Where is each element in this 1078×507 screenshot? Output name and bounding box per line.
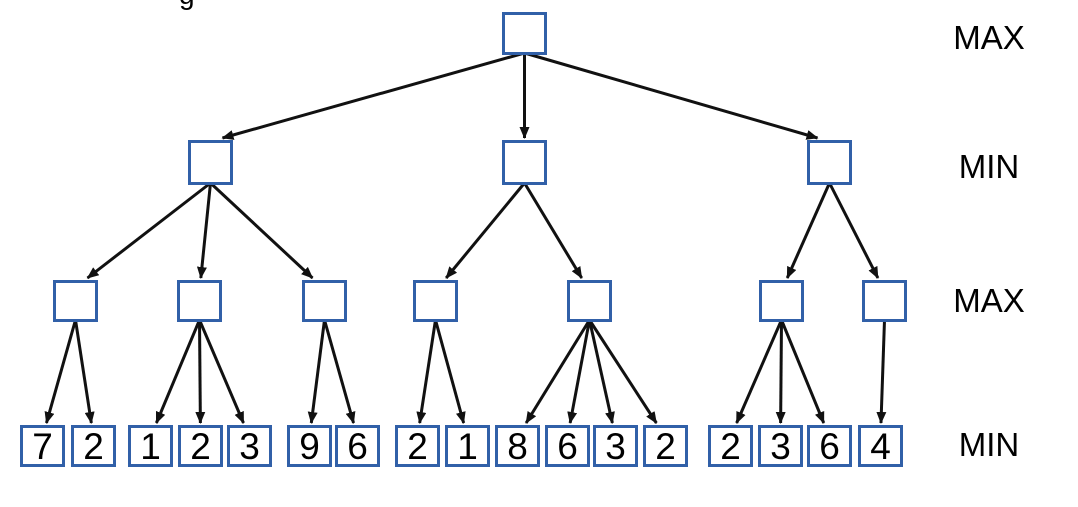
max-node-2 [177,280,222,322]
edge-arrow [44,319,77,424]
leaf-value: 1 [140,425,161,467]
edge-arrow [588,319,615,424]
leaf-value: 7 [32,425,53,467]
level-label-max-lower: MAX [953,282,1025,319]
edge-arrow [828,182,880,279]
max-node-6 [759,280,804,322]
max-node-5 [567,280,612,322]
leaf-node-11: 6 [545,425,590,467]
edge-arrow [775,319,786,424]
leaf-value: 1 [457,425,478,467]
max-node-3 [302,280,347,322]
leaf-value: 6 [557,425,578,467]
max-node-7 [862,280,907,322]
leaf-node-10: 8 [495,425,540,467]
max-node-1 [53,280,98,322]
leaf-value: 2 [83,425,104,467]
edge-arrow [780,319,826,424]
edge-arrow [567,319,591,424]
leaf-node-3: 1 [128,425,173,467]
edge-arrow [524,319,591,424]
edge-arrow [445,182,526,279]
min-node-1 [188,140,233,185]
root-node-max [502,12,547,55]
edge-arrow [735,319,783,424]
level-label-min-bottom: MIN [958,426,1020,463]
min-node-3 [807,140,852,185]
level-label-max-top: MAX [953,19,1025,56]
clipped-heading-fragment: g [179,0,195,11]
level-label-min-upper: MIN [958,148,1020,185]
leaf-value: 3 [605,425,626,467]
leaf-node-17: 4 [858,425,903,467]
leaf-node-4: 2 [178,425,223,467]
edge-arrow [785,182,831,279]
edge-arrow [196,182,212,279]
leaf-node-12: 3 [593,425,638,467]
edge-arrow [221,51,525,140]
leaf-value: 2 [720,425,741,467]
leaf-value: 2 [190,425,211,467]
edge-arrow [323,319,356,424]
edge-arrow [416,319,437,424]
leaf-node-7: 6 [335,425,380,467]
edge-arrow [307,319,326,424]
edge-arrow [876,319,887,424]
edge-arrow [434,319,466,424]
edge-arrow [524,51,819,140]
leaf-node-2: 2 [71,425,116,467]
leaf-value: 8 [507,425,528,467]
leaf-value: 3 [239,425,260,467]
leaf-value: 6 [347,425,368,467]
edge-arrow [74,319,95,424]
edge-arrow [588,319,658,424]
leaf-node-13: 2 [643,425,688,467]
leaf-value: 9 [299,425,320,467]
leaf-value: 3 [770,425,791,467]
edge-arrow [198,319,245,424]
leaf-node-9: 1 [445,425,490,467]
edge-arrow [195,319,206,424]
leaf-value: 6 [819,425,840,467]
edge-arrow [154,319,201,424]
leaf-node-16: 6 [807,425,852,467]
leaf-node-6: 9 [287,425,332,467]
edge-arrow [523,182,583,279]
leaf-node-15: 3 [758,425,803,467]
leaf-node-1: 7 [20,425,65,467]
leaf-node-8: 2 [395,425,440,467]
leaf-node-14: 2 [708,425,753,467]
edge-arrow [209,181,314,280]
leaf-value: 2 [655,425,676,467]
edge-arrow [86,181,212,280]
min-node-2 [502,140,547,185]
max-node-4 [413,280,458,322]
leaf-value: 2 [407,425,428,467]
leaf-node-5: 3 [227,425,272,467]
leaf-value: 4 [870,425,891,467]
